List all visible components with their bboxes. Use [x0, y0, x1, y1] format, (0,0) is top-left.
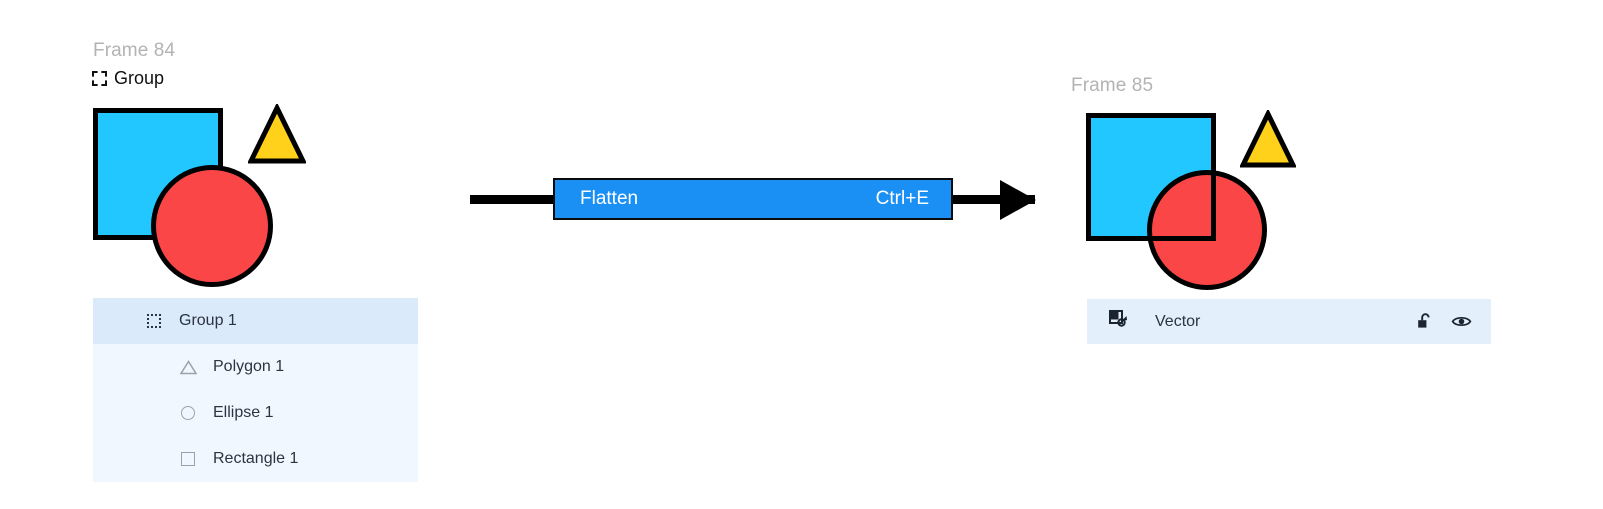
right-rectangle-outline-overlay	[1086, 113, 1216, 241]
left-polygon-shape[interactable]	[248, 104, 306, 166]
right-ellipse-shape[interactable]	[1147, 170, 1267, 290]
eye-icon[interactable]	[1451, 312, 1472, 331]
dashed-square-icon	[92, 71, 107, 86]
frame-84-label: Frame 84	[93, 40, 176, 61]
unlock-icon[interactable]	[1416, 312, 1435, 331]
vector-node-icon	[1109, 309, 1128, 334]
flatten-menu-item[interactable]: Flatten Ctrl+E	[553, 178, 953, 220]
vector-layer-label: Vector	[1155, 312, 1201, 330]
layer-label: Group 1	[179, 312, 237, 329]
layer-label: Ellipse 1	[213, 404, 274, 421]
layer-row-ellipse-1[interactable]: Ellipse 1	[93, 390, 418, 436]
right-polygon-shape[interactable]	[1240, 110, 1296, 170]
layer-row-vector[interactable]: Vector	[1087, 299, 1491, 344]
layer-row-group-1[interactable]: Group 1	[93, 298, 418, 344]
layer-label: Rectangle 1	[213, 450, 299, 467]
triangle-icon	[177, 359, 199, 375]
group-selection-chip[interactable]: Group	[92, 68, 164, 89]
layer-label: Polygon 1	[213, 358, 285, 375]
dashed-square-icon	[143, 314, 165, 328]
layer-row-rectangle-1[interactable]: Rectangle 1	[93, 436, 418, 482]
flow-connector-right	[953, 195, 1035, 204]
frame-85-label: Frame 85	[1071, 75, 1154, 96]
group-chip-label: Group	[114, 68, 165, 88]
arrow-head-icon	[1000, 180, 1036, 220]
flatten-menu-label: Flatten	[580, 188, 639, 209]
layer-row-polygon-1[interactable]: Polygon 1	[93, 344, 418, 390]
flatten-menu-shortcut: Ctrl+E	[875, 188, 929, 209]
layers-panel: Group 1 Polygon 1 Ellipse 1 Rectangle 1	[93, 298, 418, 482]
circle-icon	[177, 406, 199, 420]
square-icon	[177, 452, 199, 466]
flow-connector-left	[470, 195, 556, 204]
left-ellipse-shape[interactable]	[151, 165, 273, 287]
